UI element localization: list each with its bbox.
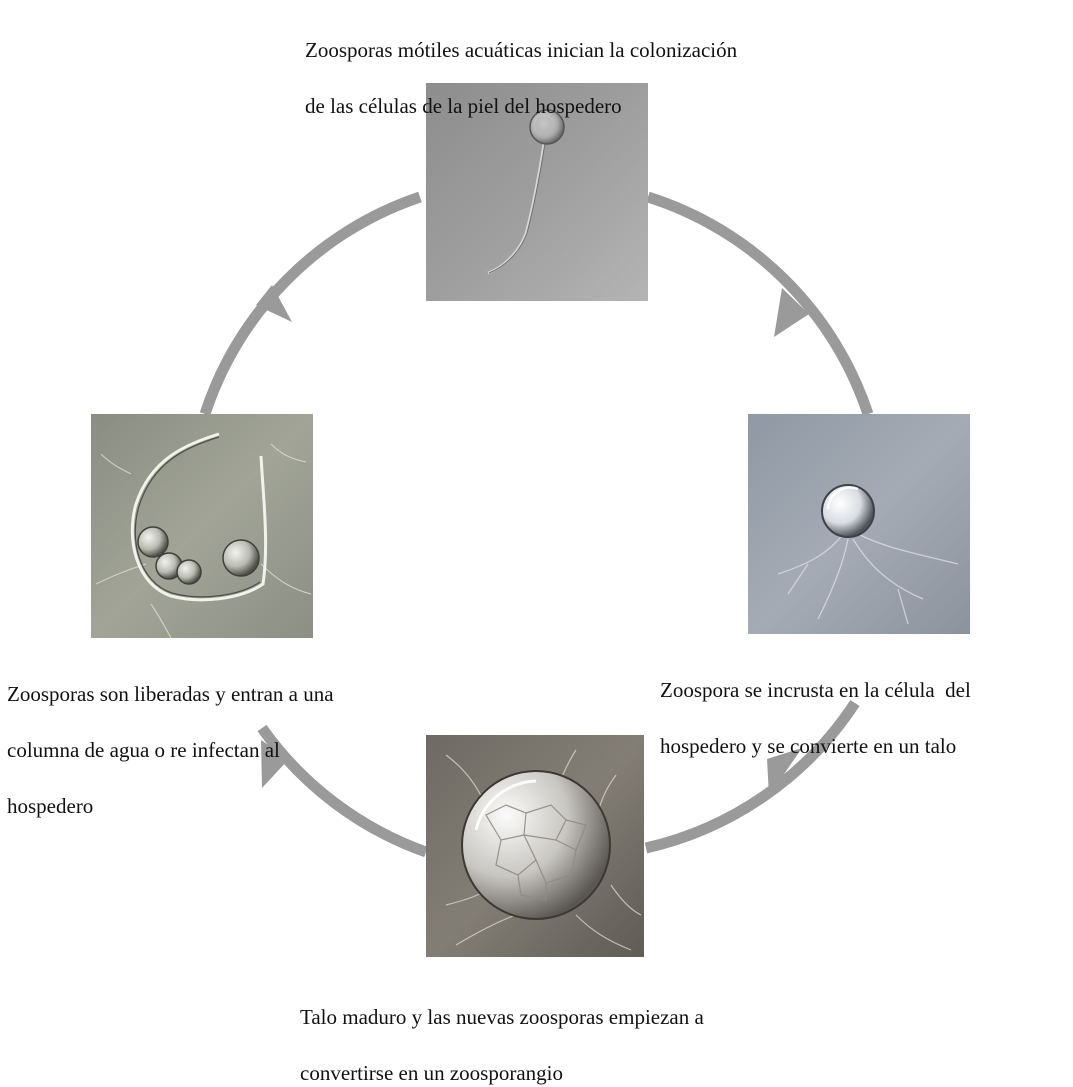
micrograph-embedded-zoospore (748, 414, 970, 634)
caption-line: hospedero (7, 794, 93, 818)
caption-line: Zoosporas mótiles acuáticas inician la c… (305, 38, 737, 62)
caption-line: Zoospora se incrusta en la célula del (660, 678, 971, 702)
caption-line: de las células de la piel del hospedero (305, 94, 622, 118)
micrograph-mature-thallus (426, 735, 644, 957)
caption-line: convertirse en un zoosporangio (300, 1061, 563, 1085)
caption-thallus: Zoospora se incrusta en la célula del ho… (660, 648, 1070, 760)
caption-zoospore: Zoosporas mótiles acuáticas inician la c… (305, 8, 905, 120)
arc-top-left (205, 197, 420, 414)
caption-line: hospedero y se convierte en un talo (660, 734, 956, 758)
caption-release: Zoosporas son liberadas y entran a una c… (7, 652, 457, 820)
arc-top-right (648, 197, 868, 414)
micrograph-released-zoospores (91, 414, 313, 638)
caption-line: Talo maduro y las nuevas zoosporas empie… (300, 1005, 704, 1029)
caption-line: Zoosporas son liberadas y entran a una (7, 682, 334, 706)
caption-zoosporangium: Talo maduro y las nuevas zoosporas empie… (300, 975, 860, 1087)
caption-line: columna de agua o re infectan al (7, 738, 280, 762)
